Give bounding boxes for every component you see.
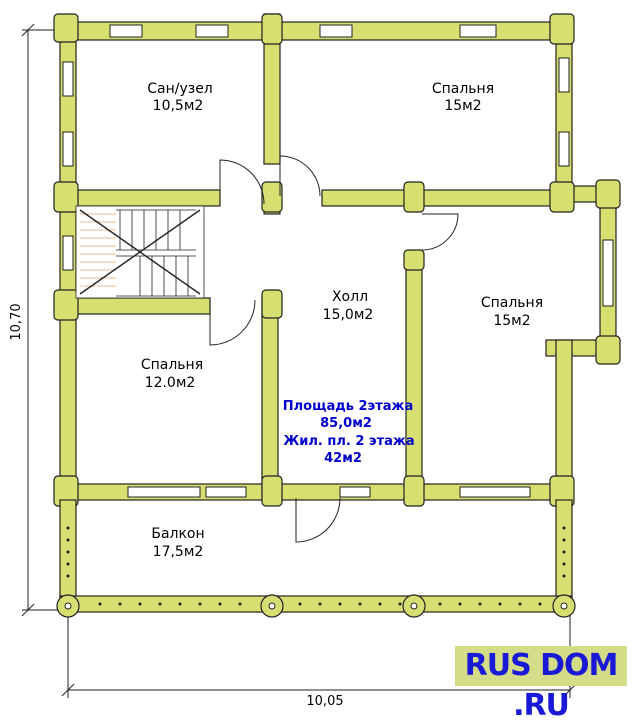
summary-living-area-label: Жил. пл. 2 этажа [283, 434, 414, 449]
room-name-bedroom-right: Спальня [481, 295, 543, 311]
room-area-bedroom-right: 15м2 [493, 313, 530, 329]
room-name-bedroom-left: Спальня [141, 357, 203, 373]
walls [59, 13, 617, 503]
site-logo: RUS DOM .RU [455, 646, 627, 723]
room-name-hall: Холл [332, 289, 368, 305]
room-name-balcony: Балкон [151, 526, 204, 542]
balcony-railing [56, 499, 576, 618]
room-area-bedroom-top-right: 15м2 [444, 98, 481, 114]
staircase [75, 205, 205, 299]
summary-total-area-label: Площадь 2этажа [283, 399, 414, 414]
dimension-height: 10,70 [9, 303, 24, 340]
room-area-balcony: 17,5м2 [153, 544, 204, 560]
room-area-bedroom-left: 12.0м2 [145, 375, 196, 391]
doors [209, 155, 459, 543]
room-area-hall: 15,0м2 [323, 307, 374, 323]
summary-total-area-value: 85,0м2 [320, 416, 372, 431]
dimension-width: 10,05 [306, 694, 343, 709]
room-name-bedroom-top-right: Спальня [432, 81, 494, 97]
room-name-bathroom: Сан/узел [147, 81, 213, 97]
room-area-bathroom: 10,5м2 [153, 98, 204, 114]
log-ends [53, 13, 621, 507]
dimension-lines [21, 23, 577, 698]
summary-living-area-value: 42м2 [324, 451, 362, 466]
site-logo-text: RUS DOM .RU [464, 648, 619, 723]
